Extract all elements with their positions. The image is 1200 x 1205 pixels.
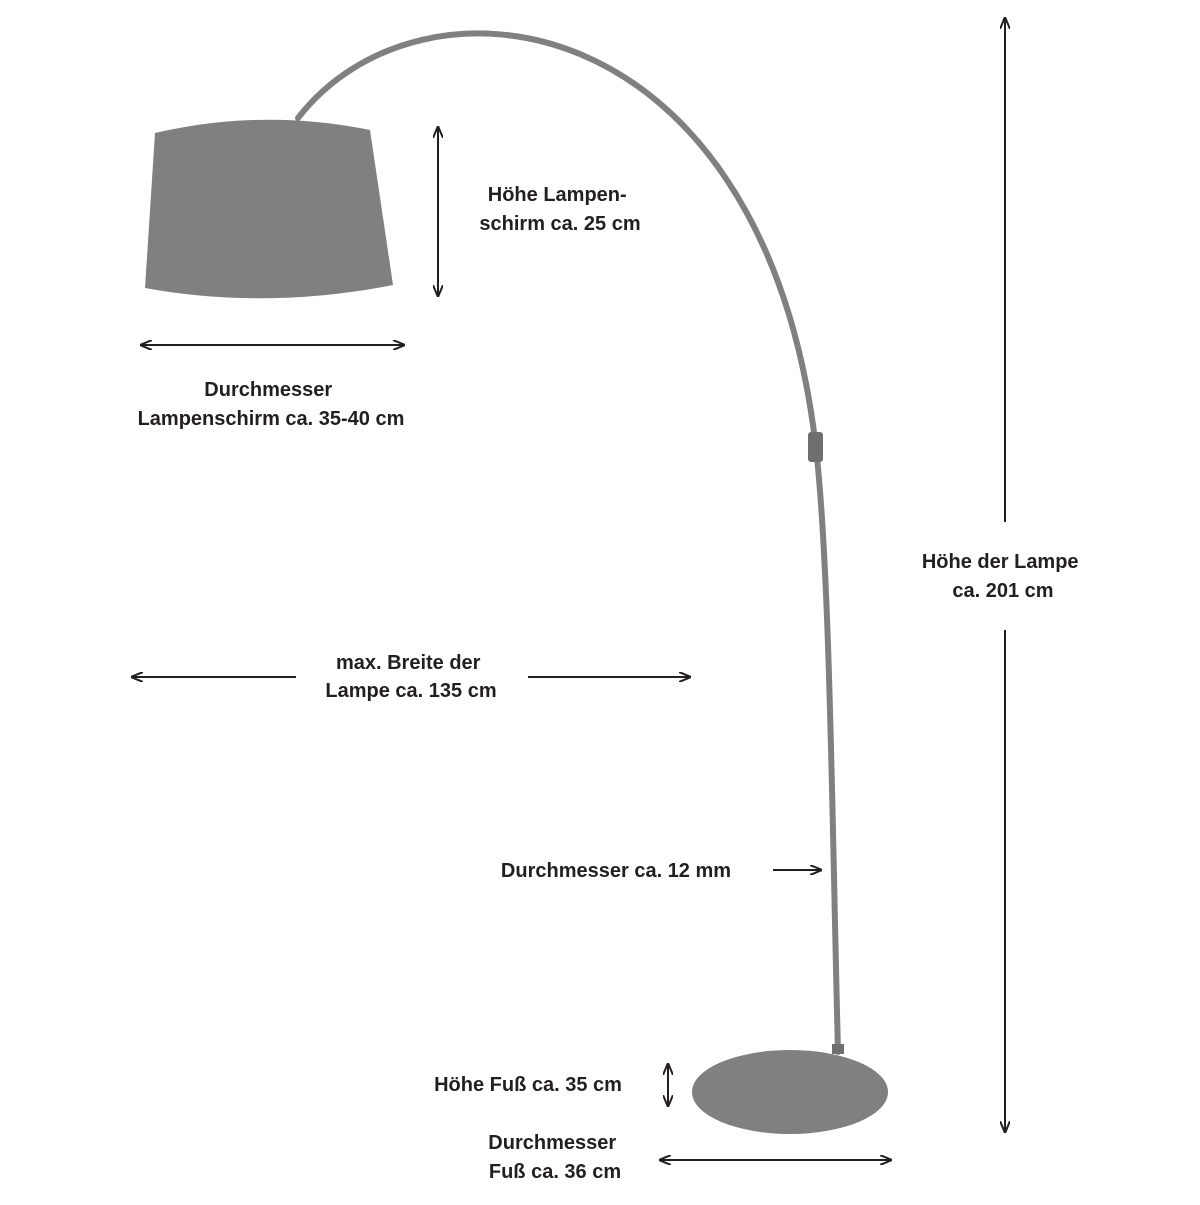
shade-height-label: Höhe Lampen- schirm ca. 25 cm: [479, 184, 640, 235]
rod-joint: [808, 432, 823, 462]
base-height-label: Höhe Fuß ca. 35 cm: [434, 1074, 622, 1096]
max-width-label: max. Breite der Lampe ca. 135 cm: [325, 652, 496, 702]
lamp-arc-rod: [295, 30, 841, 1055]
dimension-lines: [132, 18, 1005, 1160]
rod-diameter-label: Durchmesser ca. 12 mm: [501, 860, 731, 882]
lamp-shade: [145, 119, 393, 299]
lamp-illustration: [145, 30, 888, 1134]
rod-foot-connector: [832, 1044, 844, 1054]
dimension-labels: Höhe Lampen- schirm ca. 25 cm Durchmesse…: [138, 184, 1084, 1183]
shade-diameter-label: Durchmesser Lampenschirm ca. 35-40 cm: [138, 379, 405, 430]
lamp-base: [692, 1050, 888, 1134]
base-diameter-label: Durchmesser Fuß ca. 36 cm: [488, 1132, 621, 1183]
lamp-height-label: Höhe der Lampe ca. 201 cm: [922, 551, 1084, 602]
